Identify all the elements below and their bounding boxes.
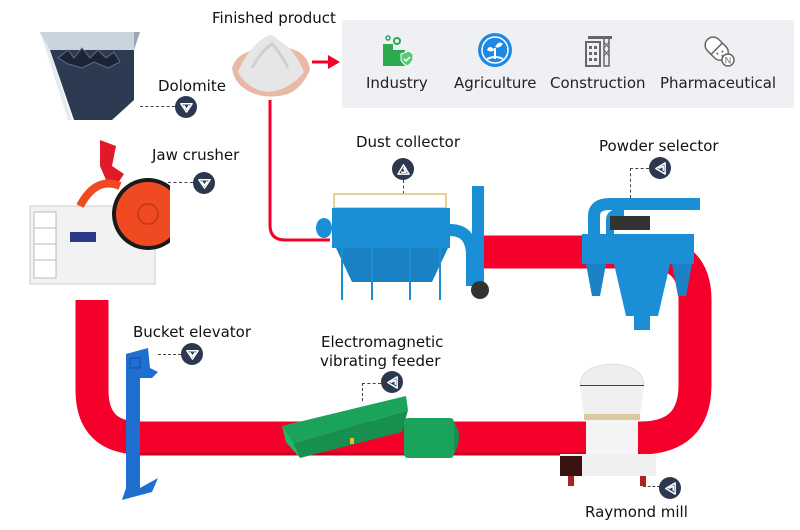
vibrating-feeder-label-line1: Electromagnetic [321, 333, 444, 351]
dolomite-label: Dolomite [158, 77, 226, 95]
application-label: Agriculture [454, 74, 537, 92]
jaw-crusher-image [29, 140, 170, 285]
arrow-down-icon [185, 349, 199, 360]
raymond-mill-label: Raymond mill [585, 503, 688, 521]
svg-text:N: N [725, 56, 732, 66]
raymond-mill-image [560, 363, 656, 486]
dust-collector-label: Dust collector [356, 133, 460, 151]
jaw-crusher-leader-line [168, 182, 193, 183]
powder-selector-image [582, 198, 700, 330]
application-label: Pharmaceutical [660, 74, 777, 92]
application-label: Construction [550, 74, 646, 92]
application-construction: Construction [550, 32, 646, 92]
dust-collector-leader-line [403, 180, 404, 194]
powder-selector-label: Powder selector [599, 137, 719, 155]
arrow-left-icon [654, 161, 666, 175]
powder-selector-leader-line-v [630, 168, 631, 198]
application-pharmaceutical: N Pharmaceutical [660, 32, 776, 92]
pharmaceutical-icon: N [704, 36, 735, 67]
vibrating-feeder-badge[interactable] [381, 371, 403, 393]
arrow-left-icon [664, 481, 676, 495]
arrow-down-icon [197, 178, 211, 189]
powder-selector-badge[interactable] [649, 157, 671, 179]
application-label: Industry [366, 74, 428, 92]
jaw-crusher-label: Jaw crusher [152, 146, 240, 164]
bucket-elevator-leader-line [158, 354, 181, 355]
vibrating-feeder-leader-line-h [362, 383, 381, 384]
powder-selector-leader-line-h [630, 168, 649, 169]
arrow-left-icon [386, 375, 398, 389]
application-agriculture: Agriculture [454, 32, 537, 92]
arrow-down-icon [179, 102, 193, 113]
arrow-up-icon [396, 163, 410, 175]
raymond-mill-badge[interactable] [659, 477, 681, 499]
finished-product-label: Finished product [212, 9, 336, 27]
dust-collector-image [316, 186, 489, 300]
dolomite-leader-line [140, 106, 175, 107]
dolomite-badge[interactable] [175, 96, 197, 118]
industry-icon [382, 35, 414, 67]
dolomite-hopper-image [40, 32, 140, 120]
vibrating-feeder-label-line2: vibrating feeder [320, 352, 441, 370]
bucket-elevator-label: Bucket elevator [133, 323, 251, 341]
application-industry: Industry [366, 32, 428, 92]
bucket-elevator-badge[interactable] [181, 343, 203, 365]
applications-panel: Industry Agriculture Construction [342, 20, 794, 108]
vibrating-feeder-leader-line-v [362, 383, 363, 401]
construction-icon [584, 36, 612, 67]
vibrating-feeder-image [282, 396, 459, 458]
dust-collector-badge[interactable] [392, 158, 414, 180]
powder-pile-image [232, 35, 310, 97]
product-arrow-head [328, 55, 340, 69]
jaw-crusher-badge[interactable] [193, 172, 215, 194]
bucket-elevator-image [122, 348, 158, 500]
agriculture-icon [478, 33, 513, 67]
raymond-mill-leader-line [643, 486, 660, 487]
product-line [268, 100, 330, 242]
